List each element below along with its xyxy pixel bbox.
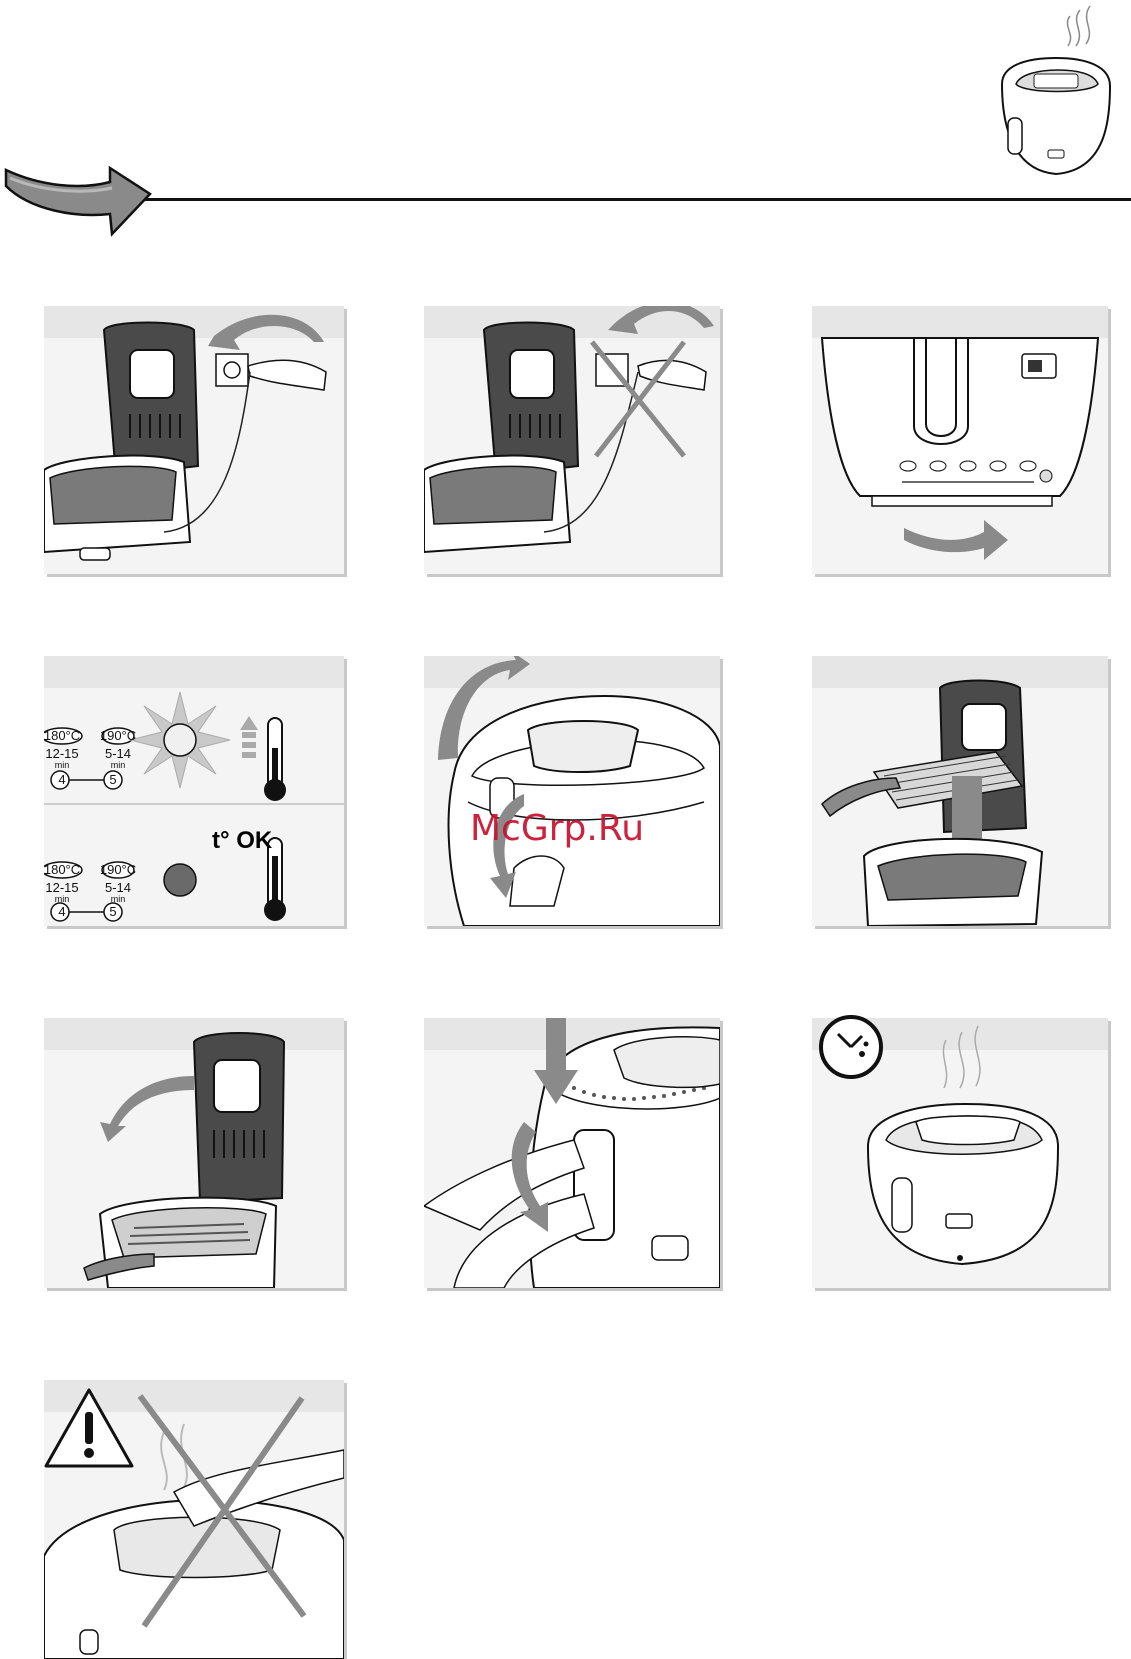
step-6-panel — [812, 656, 1108, 926]
open-lid-button-icon — [424, 656, 720, 926]
unit-a-bottom: min — [55, 894, 70, 904]
clock-icon — [818, 1014, 884, 1080]
warning-triangle-icon — [42, 1386, 136, 1472]
plug-in-icon — [44, 306, 344, 574]
temperature-ok-label: t° OK — [212, 827, 273, 854]
unit-b-bottom: min — [111, 894, 126, 904]
thermostat-knob-turn-icon — [812, 306, 1108, 574]
step-5-panel — [424, 656, 720, 926]
curved-arrow-icon — [0, 148, 160, 240]
unit-a-top: min — [55, 760, 70, 770]
time-b-top: 5-14 — [105, 746, 131, 761]
unit-b-top: min — [111, 760, 126, 770]
unplug-crossed-icon — [424, 306, 720, 574]
temp-a-top: 180°C — [44, 728, 80, 743]
pos-b-top: 5 — [109, 772, 116, 787]
header-rule — [145, 198, 1131, 201]
temp-b-bottom: 190°C — [100, 862, 136, 877]
close-lid-icon — [44, 1018, 344, 1288]
fryer-steaming-icon — [990, 2, 1120, 184]
step-3-panel — [812, 306, 1108, 574]
temp-b-top: 190°C — [100, 728, 136, 743]
step-2-panel — [424, 306, 720, 574]
step-8-panel — [424, 1018, 720, 1288]
step-1-panel — [44, 306, 344, 574]
temp-a-bottom: 180°C — [44, 862, 80, 877]
time-b-bottom: 5-14 — [105, 880, 131, 895]
pos-a-top: 4 — [58, 772, 65, 787]
step-7-panel — [44, 1018, 344, 1288]
lower-basket-handle-icon — [424, 1018, 720, 1288]
step-4-panel: 180°C 190°C 12-15 5-14 4 5 180°C 190°C 1… — [44, 656, 344, 926]
time-a-bottom: 12-15 — [45, 880, 78, 895]
time-a-top: 12-15 — [45, 746, 78, 761]
pos-b-bottom: 5 — [109, 904, 116, 919]
lower-basket-icon — [812, 656, 1108, 926]
temperature-indicator-icon: 180°C 190°C 12-15 5-14 4 5 180°C 190°C 1… — [44, 656, 344, 926]
pos-a-bottom: 4 — [58, 904, 65, 919]
watermark-text: McGrp.Ru — [470, 808, 644, 849]
